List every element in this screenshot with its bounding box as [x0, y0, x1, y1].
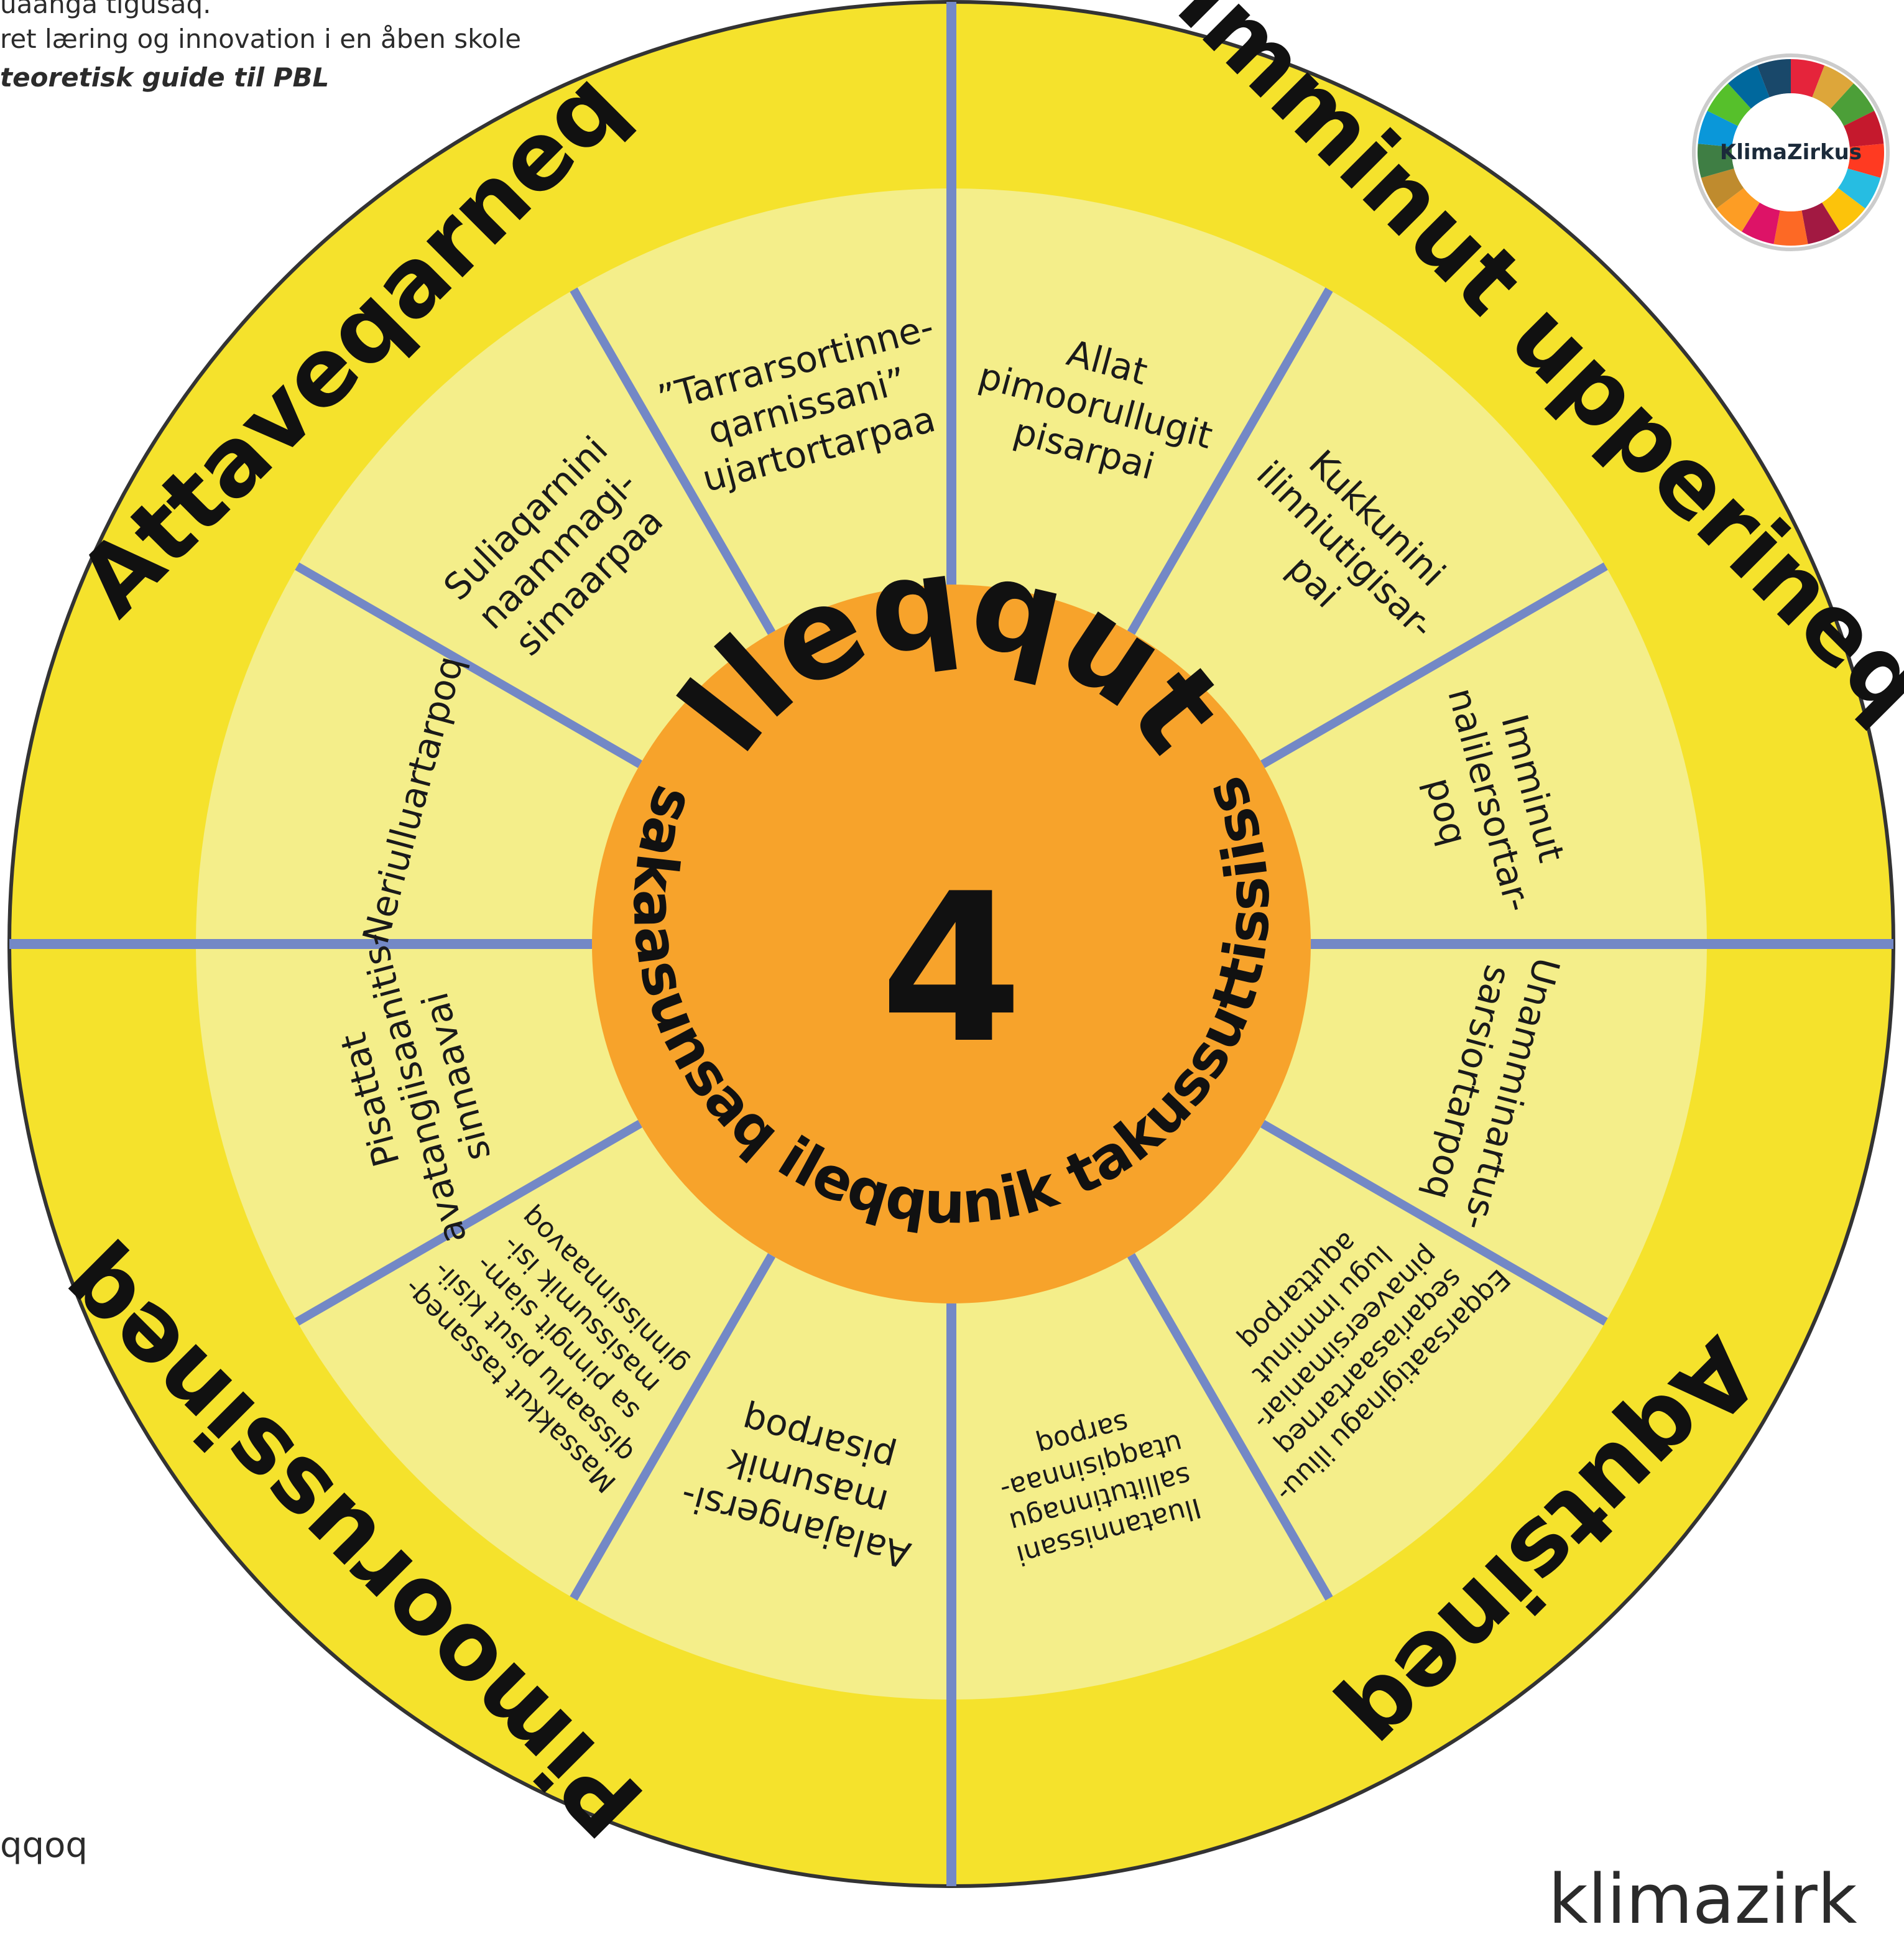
- klimazirkus-logo: KlimaZirkus: [1692, 53, 1890, 251]
- sdg-segment: [1791, 59, 1825, 98]
- center-number: 4: [880, 849, 1023, 1088]
- sdg-segment: [1716, 188, 1760, 232]
- segment-divider: [1127, 1253, 1333, 1601]
- logo-border: [1692, 53, 1890, 251]
- segment-divider: [1127, 287, 1333, 635]
- segment-divider: [570, 287, 776, 635]
- segment-divider: [295, 562, 642, 769]
- segment-divider: [570, 1253, 776, 1601]
- sdg-segment: [1707, 83, 1751, 126]
- sdg-segment: [1844, 111, 1884, 147]
- citation-line-2: ret læring og innovation i en åben skole: [0, 24, 522, 54]
- sdg-segment: [1727, 65, 1770, 109]
- sdg-segment: [1773, 210, 1808, 246]
- wheel-dividers: [9, 2, 1893, 1886]
- segment-divider: [295, 1119, 642, 1326]
- center-circle: [592, 585, 1311, 1303]
- logo-inner: [1732, 93, 1850, 211]
- segment-divider: [1260, 562, 1608, 769]
- sdg-segment: [1831, 83, 1875, 126]
- sdg-segment: [1847, 144, 1884, 178]
- segment-divider: [1260, 1119, 1608, 1326]
- citation-line-3: teoretisk guide til PBL: [0, 62, 330, 93]
- sdg-segment: [1822, 188, 1865, 232]
- sdg-segment: [1698, 144, 1734, 178]
- sdg-segment: [1701, 168, 1744, 209]
- sdg-segment: [1698, 111, 1738, 147]
- sdg-segment: [1837, 168, 1881, 209]
- footer-left-text: qqoq: [0, 1825, 88, 1866]
- citation-line-1: uaanga tigusaq.: [0, 0, 211, 19]
- sdg-segment: [1757, 59, 1791, 98]
- sdg-segment: [1812, 65, 1854, 109]
- sdg-segment: [1742, 202, 1780, 244]
- sdg-segment: [1801, 202, 1840, 244]
- logo-text: KlimaZirkus: [1720, 140, 1862, 165]
